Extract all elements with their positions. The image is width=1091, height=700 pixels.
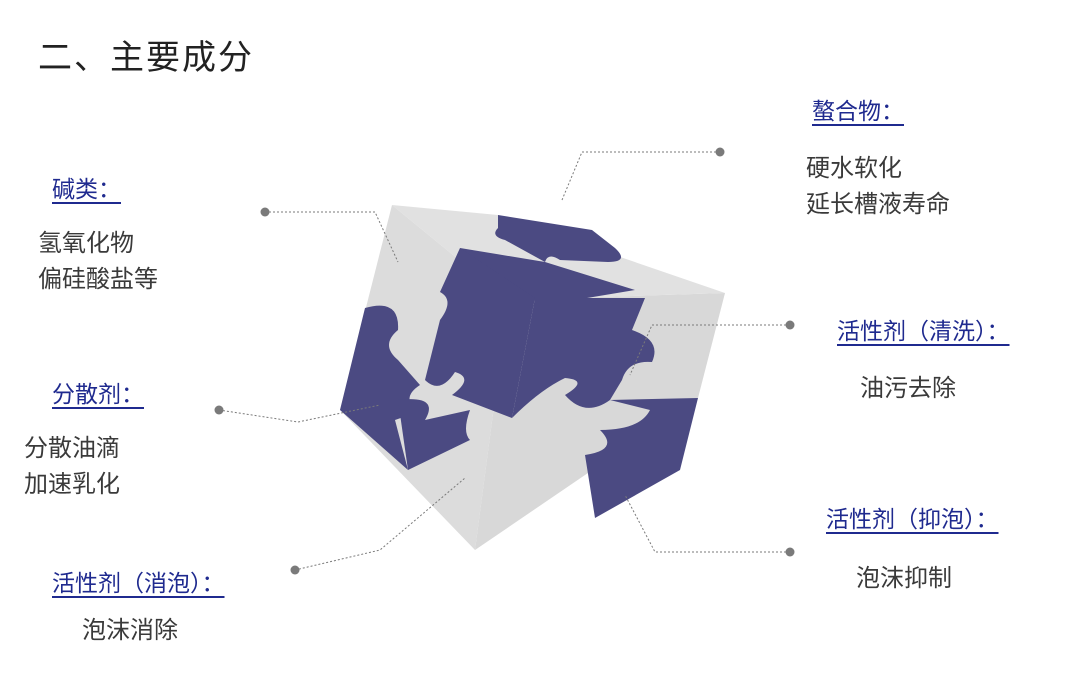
- suppress-heading: 活性剂（抑泡）：: [826, 507, 999, 533]
- connector-chelate: [561, 151, 720, 201]
- defoam-description: 泡沫消除: [82, 612, 178, 648]
- chelate-line: 延长槽液寿命: [806, 190, 950, 218]
- connector-dot-clean: [785, 320, 795, 330]
- clean-line: 油污去除: [860, 374, 956, 402]
- connector-dot-dispersant: [214, 405, 224, 415]
- defoam-heading: 活性剂（消泡）：: [52, 571, 225, 597]
- alkali-heading: 碱类：: [52, 177, 121, 203]
- connector-dot-defoam: [290, 565, 300, 575]
- connector-clean: [629, 324, 790, 376]
- connector-dots: [214, 147, 795, 575]
- chelate-description: 硬水软化 延长槽液寿命: [806, 150, 950, 222]
- dispersant-line: 加速乳化: [24, 470, 120, 498]
- chelate-heading: 螯合物：: [812, 99, 904, 125]
- clean-description: 油污去除: [860, 370, 956, 406]
- puzzle-pieces: [340, 215, 698, 518]
- dispersant-description: 分散油滴 加速乳化: [24, 430, 120, 502]
- suppress-line: 泡沫抑制: [856, 564, 952, 592]
- chelate-line: 硬水软化: [806, 154, 902, 182]
- suppress-description: 泡沫抑制: [856, 560, 952, 596]
- puzzle-piece-left-lower: [340, 305, 420, 470]
- connector-defoam: [294, 477, 466, 571]
- alkali-line: 氢氧化物: [38, 229, 134, 257]
- clean-heading: 活性剂（清洗）：: [837, 319, 1010, 345]
- alkali-line: 偏硅酸盐等: [38, 265, 158, 293]
- connector-dot-suppress: [785, 547, 795, 557]
- puzzle-piece-center-right: [512, 298, 655, 418]
- defoam-line: 泡沫消除: [82, 616, 178, 644]
- connector-suppress: [624, 494, 790, 553]
- puzzle-piece-top-back: [495, 215, 622, 262]
- connectors: [218, 151, 790, 571]
- dispersant-heading: 分散剂：: [52, 382, 144, 408]
- alkali-description: 氢氧化物 偏硅酸盐等: [38, 225, 158, 297]
- page-title: 二、主要成分: [38, 38, 254, 78]
- connector-alkali: [265, 211, 399, 263]
- connector-dot-alkali: [260, 207, 270, 217]
- puzzle-piece-center-left: [425, 248, 535, 418]
- connector-dot-chelate: [715, 147, 725, 157]
- dispersant-line: 分散油滴: [24, 434, 120, 462]
- puzzle-piece-left-mid: [398, 399, 470, 470]
- puzzle-piece-right-lower: [585, 398, 698, 518]
